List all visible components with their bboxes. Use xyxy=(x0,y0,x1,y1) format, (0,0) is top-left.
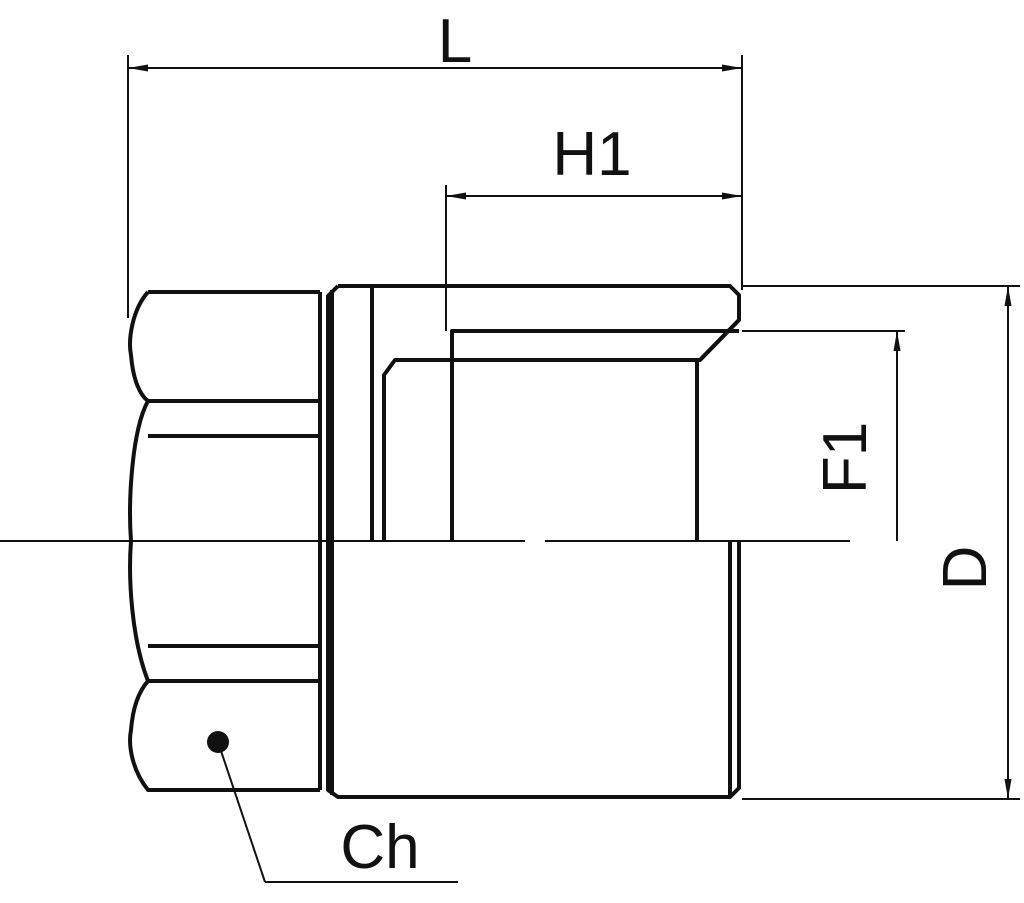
callout-label-ch: Ch xyxy=(340,813,419,882)
extension-lines xyxy=(127,55,1020,800)
dimension-lines xyxy=(128,64,1012,799)
callout-ch-dot xyxy=(207,731,229,753)
dimension-label-L: L xyxy=(438,7,472,76)
dimension-label-D: D xyxy=(931,546,1000,591)
section-hatch-lines xyxy=(370,288,741,541)
threaded-body xyxy=(326,284,741,799)
dimension-label-H1: H1 xyxy=(552,120,631,189)
callout-ch-leader xyxy=(217,741,458,883)
dimension-label-F1: F1 xyxy=(811,422,880,494)
hex-body xyxy=(128,290,322,792)
